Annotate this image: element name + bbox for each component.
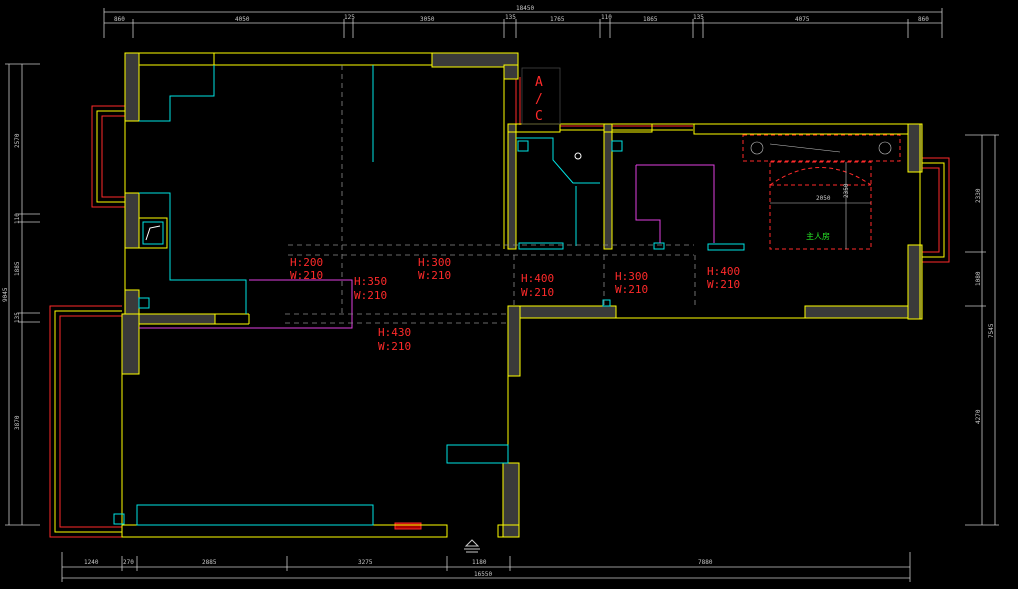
walls xyxy=(121,52,923,538)
right-dimension-2: 1080 xyxy=(975,271,982,286)
entrance-marker-icon xyxy=(464,539,480,553)
opening-1-width: W:210 xyxy=(290,269,323,282)
room-label-master-bedroom: 主人房 xyxy=(806,231,830,241)
bottom-total-dimension: 16550 xyxy=(474,571,492,578)
ac-label-c: C xyxy=(535,109,543,124)
wall-center-vertical xyxy=(507,305,521,377)
left-dimension-3: 1885 xyxy=(14,261,21,276)
bed-detail-lines xyxy=(750,141,892,249)
top-dimension-6: 1765 xyxy=(550,16,565,23)
opening-2-height: H:350 xyxy=(354,275,387,288)
fixtures xyxy=(113,65,745,526)
partitions xyxy=(139,164,715,329)
top-total-dimension: 18450 xyxy=(516,5,534,12)
bedside-cabinet-row xyxy=(742,134,901,162)
bed-width-dimension: 2050 xyxy=(816,195,831,202)
opening-3-width: W:210 xyxy=(418,269,451,282)
fireplace xyxy=(142,221,164,245)
opening-6-height: H:400 xyxy=(707,265,740,278)
living-cabinet xyxy=(139,192,247,314)
wardrobe-base xyxy=(707,243,745,251)
opening-3-height: H:300 xyxy=(418,256,451,269)
top-dimension-5: 135 xyxy=(505,14,516,21)
bedside-lamp-left-icon xyxy=(750,141,764,155)
top-dimension-8: 1865 xyxy=(643,16,658,23)
left-dimension-4: 135 xyxy=(14,312,21,323)
wall-center-horizontal xyxy=(507,305,617,319)
top-dimension-2: 4050 xyxy=(235,16,250,23)
left-total-dimension: 9045 xyxy=(2,287,9,302)
ac-label-a: A xyxy=(535,75,543,90)
opening-5-width: W:210 xyxy=(615,283,648,296)
opening-6-width: W:210 xyxy=(707,278,740,291)
opening-5-height: H:300 xyxy=(615,270,648,283)
kitchen-counter xyxy=(139,65,215,122)
windows xyxy=(49,77,950,538)
ac-unit-box xyxy=(521,67,561,125)
bottom-dimension-5: 1180 xyxy=(472,559,487,566)
left-dimension-chain xyxy=(5,63,40,526)
bottom-dimension-chain xyxy=(61,552,911,582)
tv-cabinet xyxy=(136,504,374,526)
bottom-dimension-4: 3275 xyxy=(358,559,373,566)
bed-frame xyxy=(769,161,872,250)
opening-2-width: W:210 xyxy=(354,289,387,302)
top-dimension-10: 4075 xyxy=(795,16,810,23)
left-dimension-2: 110 xyxy=(14,213,21,224)
wall-lower-right xyxy=(502,462,520,538)
headboard-arc xyxy=(769,167,872,186)
opening-7-height: H:430 xyxy=(378,326,411,339)
opening-4-width: W:210 xyxy=(521,286,554,299)
wall-left-pillar xyxy=(124,192,140,249)
left-dimension-1: 2570 xyxy=(14,133,21,148)
bathroom-vanity xyxy=(516,137,600,184)
opening-1-height: H:200 xyxy=(290,256,323,269)
top-dimension-9: 135 xyxy=(693,14,704,21)
top-dimension-chain xyxy=(103,8,943,38)
opening-7-width: W:210 xyxy=(378,340,411,353)
wall-right-lower xyxy=(907,244,923,320)
bed-depth-dimension: 2350 xyxy=(843,183,850,198)
guide-lines xyxy=(285,65,696,324)
opening-4-height: H:400 xyxy=(521,272,554,285)
right-dimension-3: 4270 xyxy=(975,409,982,424)
wall-right-upper xyxy=(907,123,923,173)
bottom-dimension-6: 7880 xyxy=(698,559,713,566)
bottom-dimension-3: 2885 xyxy=(202,559,217,566)
right-total-dimension: 7545 xyxy=(988,323,995,338)
bedside-lamp-right-icon xyxy=(878,141,892,155)
right-dimension-1: 2330 xyxy=(975,188,982,203)
top-dimension-7: 110 xyxy=(601,14,612,21)
master-bed xyxy=(742,134,901,250)
top-dimension-3: 125 xyxy=(344,14,355,21)
top-dimension-1: 860 xyxy=(114,16,125,23)
side-cabinet xyxy=(446,444,509,464)
wall-outlines xyxy=(121,52,921,537)
ac-label-slash: / xyxy=(535,92,543,107)
bottom-dimension-1: 1240 xyxy=(84,559,99,566)
top-dimension-4: 3050 xyxy=(420,16,435,23)
bottom-dimension-2: 270 xyxy=(123,559,134,566)
left-dimension-5: 3870 xyxy=(14,415,21,430)
top-dimension-11: 860 xyxy=(918,16,929,23)
right-dimension-chain xyxy=(965,134,999,526)
wall-top-left-pillar xyxy=(124,52,140,122)
